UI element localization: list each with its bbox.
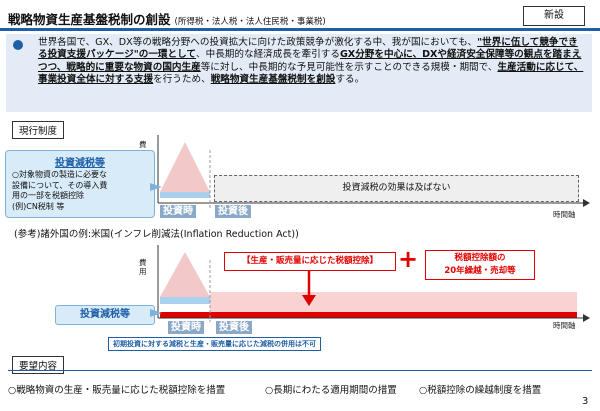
summary-part: を行うため、 bbox=[153, 74, 211, 86]
ref-down-arrow-head bbox=[302, 295, 316, 306]
ref-phase-after: 投資後 bbox=[216, 321, 252, 334]
current-system-label: 現行制度 bbox=[12, 121, 65, 139]
bullet-icon bbox=[13, 40, 23, 50]
ref-production-band bbox=[210, 292, 577, 312]
summary-text: 世界各国で、GX、DX等の戦略分野への投資拡大に向けた政策競争が激化する中、我が… bbox=[38, 37, 584, 87]
summary-part: 世界各国で、GX、DX等の戦略分野への投資拡大に向けた政策競争が激化する中、我が… bbox=[38, 37, 478, 48]
current-invest-bar bbox=[160, 192, 210, 198]
current-diagram bbox=[157, 135, 590, 210]
request-rule bbox=[8, 370, 592, 371]
summary-part: する。 bbox=[335, 74, 365, 86]
ref-invest-bar bbox=[160, 297, 210, 304]
current-callout-arrow bbox=[150, 183, 162, 191]
request-item-3: ○税額控除の繰越制度を措置 bbox=[419, 385, 542, 396]
kozei-line: 用の一部を税額控除 bbox=[12, 191, 84, 200]
current-phase-after: 投資後 bbox=[215, 205, 251, 218]
ref-x-arrow bbox=[583, 314, 590, 322]
summary-emph: 戦略物資生産基盤税制を創設 bbox=[210, 74, 336, 86]
ref-callout-arrow bbox=[150, 309, 162, 317]
current-invest-spike bbox=[160, 142, 210, 192]
title-subtitle: (所得税・法人税・法人住民税・事業税) bbox=[174, 17, 326, 27]
current-x-arrow bbox=[583, 199, 590, 207]
summary-part: 、中長期的な経済成長を牽引する bbox=[196, 49, 340, 61]
carry-line: 20年繰越・売却等 bbox=[444, 266, 516, 276]
current-phase-invest: 投資時 bbox=[160, 205, 196, 218]
no-effect-box: 投資減税の効果は及ばない bbox=[214, 175, 579, 202]
page-number: 3 bbox=[582, 396, 589, 407]
summary-emph: "世界に伍して競争できる投資支援パッケージ"の一環として bbox=[38, 37, 578, 61]
production-credit-box: 【生産・販売量に応じた税額控除】 bbox=[224, 252, 396, 271]
page-title: 戦略物資生産基盤税制の創設(所得税・法人税・法人住民税・事業税) bbox=[8, 9, 326, 28]
request-item-2: ○長期にわたる適用期間の措置 bbox=[265, 385, 397, 396]
current-kozei-text: ○対象物資の製造に必要な 設備について、その導入費 用の一部を税額控除 (例)C… bbox=[6, 170, 154, 212]
current-x-label: 時間軸 bbox=[553, 210, 576, 219]
request-item-1: ○戦略物資の生産・販売量に応じた税額控除を措置 bbox=[8, 385, 226, 396]
current-kozei-title: 投資減税等 bbox=[55, 158, 105, 169]
summary-emph: 生産活動に応じて、事業投資全体に対する支援 bbox=[38, 61, 584, 86]
carryforward-box: 税額控除額の 20年繰越・売却等 bbox=[425, 250, 535, 280]
reference-label: (参考)諸外国の例:米国(インフレ削減法(Inflation Reduction… bbox=[14, 229, 299, 240]
ref-y-label: 費用 bbox=[139, 258, 147, 276]
request-label: 要望内容 bbox=[12, 356, 65, 374]
header-rule bbox=[0, 28, 600, 31]
summary-box bbox=[6, 34, 592, 112]
ref-kozei-box: 投資減税等 bbox=[55, 305, 155, 325]
ref-phase-invest: 投資時 bbox=[168, 321, 204, 334]
combination-note: 初期投資に対する減税と生産・販売量に応じた減税の併用は不可 bbox=[108, 337, 321, 351]
ref-credit-bar bbox=[160, 312, 577, 318]
ref-invest-spike bbox=[160, 252, 210, 297]
new-badge: 新設 bbox=[523, 6, 585, 26]
kozei-line: 設備について、その導入費 bbox=[12, 180, 108, 190]
carry-line: 税額控除額の bbox=[454, 253, 506, 263]
summary-part: 等に対し、中長期的な予見可能性を示すことのできる規模・期間で、 bbox=[200, 61, 498, 73]
kozei-line: (例)CN税制 等 bbox=[12, 201, 65, 211]
ref-x-label: 時間軸 bbox=[553, 321, 576, 330]
title-main: 戦略物資生産基盤税制の創設 bbox=[8, 12, 171, 27]
reference-diagram bbox=[157, 245, 590, 322]
current-kozei-box: 投資減税等 ○対象物資の製造に必要な 設備について、その導入費 用の一部を税額控… bbox=[5, 150, 155, 218]
kozei-line: ○対象物資の製造に必要な bbox=[12, 170, 107, 179]
summary-emph: GX分野を中心に、DXや経済安全保障等の観点を踏まえつつ、戦略的に重要な物資の国… bbox=[38, 49, 582, 73]
plus-icon: + bbox=[398, 245, 419, 273]
